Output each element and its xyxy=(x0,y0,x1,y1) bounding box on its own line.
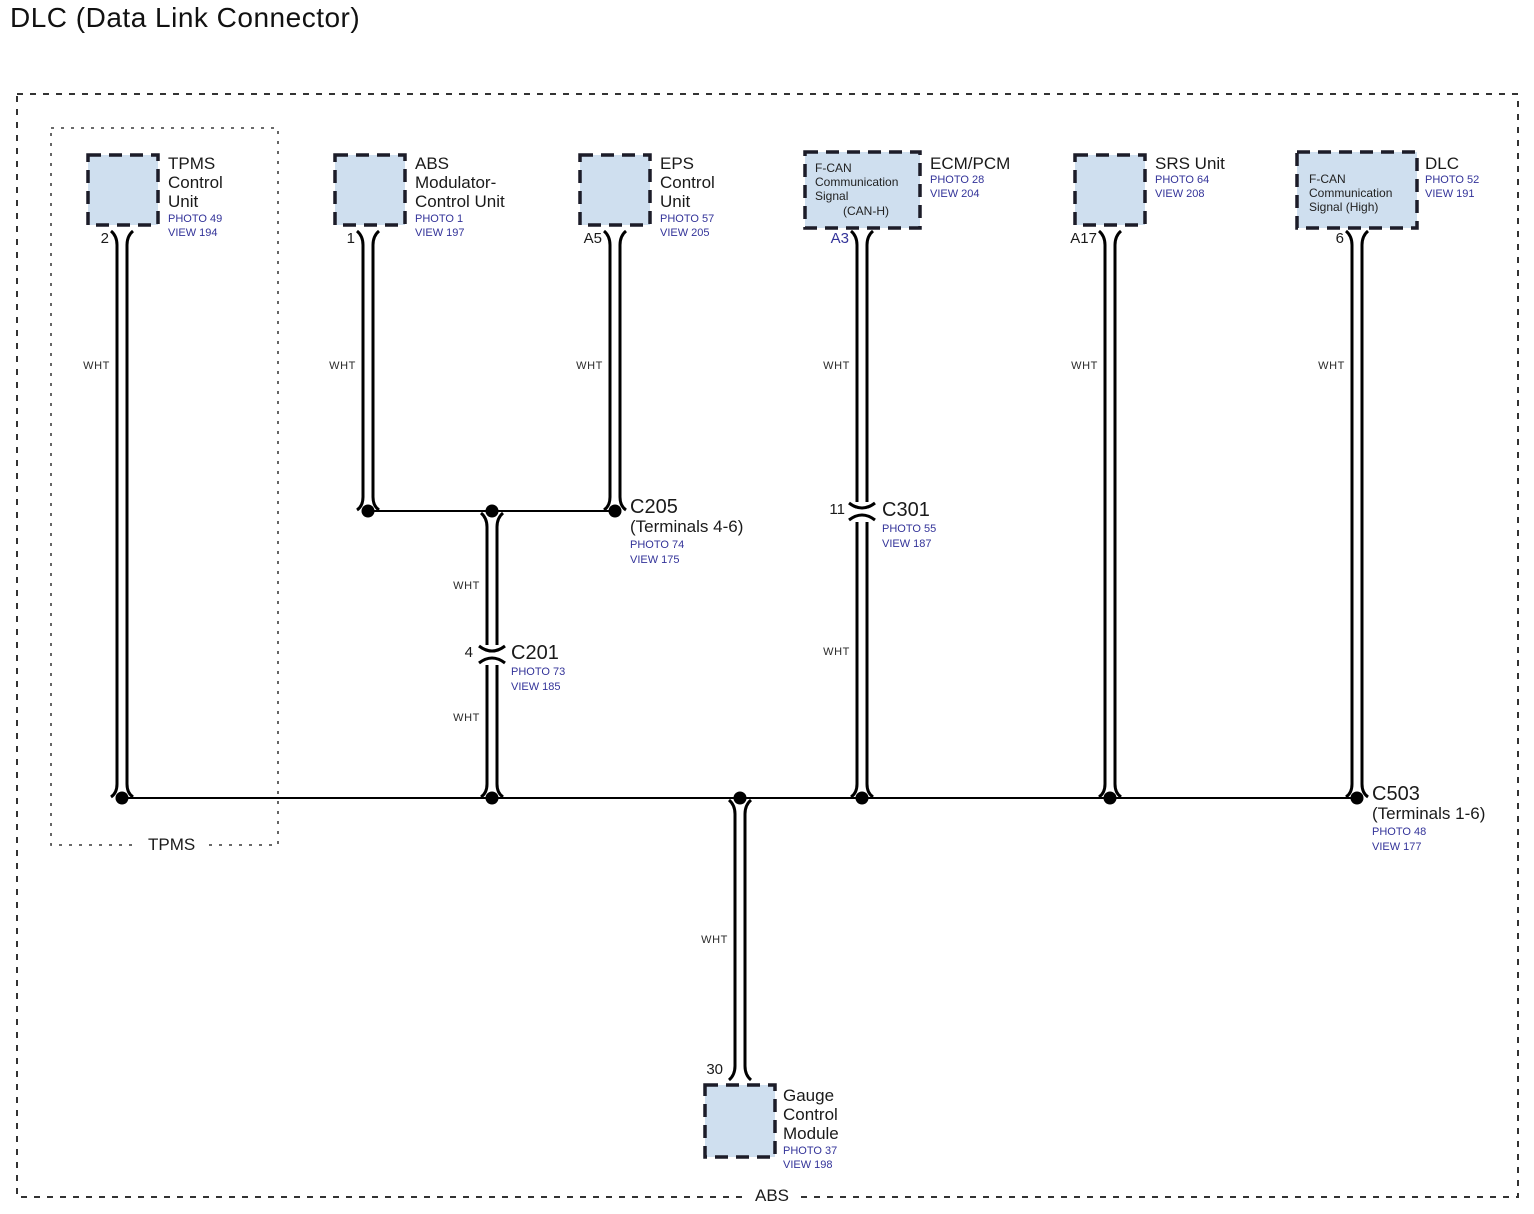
dlc-pin: 6 xyxy=(1335,230,1344,247)
abs-photo-ref[interactable]: PHOTO 1 xyxy=(415,212,464,225)
c301-pin: 11 xyxy=(829,501,845,518)
c301-name: C301 xyxy=(882,499,930,521)
abs-name: ABS Modulator- Control Unit xyxy=(415,154,505,212)
dlc-box xyxy=(1295,150,1419,230)
ecm-view-ref[interactable]: VIEW 204 xyxy=(930,188,980,201)
ecm-photo-ref[interactable]: PHOTO 28 xyxy=(930,174,985,187)
gauge-view-ref[interactable]: VIEW 198 xyxy=(783,1158,833,1171)
abs-box xyxy=(333,153,407,227)
dlc-inner-signal-text: F-CAN Communication Signal (High) xyxy=(1309,172,1393,215)
c201-photo-ref[interactable]: PHOTO 73 xyxy=(511,666,566,678)
abs-pin: 1 xyxy=(346,230,355,247)
abs-section-label: ABS xyxy=(745,1186,800,1206)
gauge-name: Gauge Control Module xyxy=(783,1086,839,1144)
junction-dot xyxy=(485,791,499,805)
tpms-photo-ref[interactable]: PHOTO 49 xyxy=(168,212,223,225)
wire-dlc xyxy=(1344,229,1370,799)
wire-gauge xyxy=(727,798,753,1082)
wire-color-label: WHT xyxy=(1071,360,1098,372)
srs-box xyxy=(1073,153,1147,227)
ecm-can-h-text: (CAN-H) xyxy=(843,204,889,218)
tpms-box xyxy=(86,153,160,227)
junction-dot xyxy=(855,791,869,805)
c301-label: C301 PHOTO 55 VIEW 187 xyxy=(882,500,936,551)
eps-view-ref[interactable]: VIEW 205 xyxy=(660,226,710,239)
wire-color-label: WHT xyxy=(329,360,356,372)
c205-view-ref[interactable]: VIEW 175 xyxy=(630,553,680,566)
c301-view-ref[interactable]: VIEW 187 xyxy=(882,538,932,551)
wire-eps xyxy=(602,229,628,512)
ecm-label: ECM/PCM PHOTO 28 VIEW 204 xyxy=(930,154,1010,202)
ecm-box xyxy=(803,150,922,230)
wire-c205-to-bus xyxy=(479,511,505,799)
eps-name: EPS Control Unit xyxy=(660,154,715,212)
srs-view-ref[interactable]: VIEW 208 xyxy=(1155,188,1205,201)
srs-photo-ref[interactable]: PHOTO 64 xyxy=(1155,174,1210,187)
abs-label: ABS Modulator- Control Unit PHOTO 1 VIEW… xyxy=(415,154,505,240)
c301-connector-symbol xyxy=(848,501,876,522)
gauge-label: Gauge Control Module PHOTO 37 VIEW 198 xyxy=(783,1086,839,1172)
c205-label: C205 (Terminals 4-6) PHOTO 74 VIEW 175 xyxy=(630,497,743,567)
tpms-section-label: TPMS xyxy=(138,835,206,855)
ecm-name: ECM/PCM xyxy=(930,154,1011,173)
junction-dot xyxy=(115,791,129,805)
ecm-inner-signal-text: F-CAN Communication Signal xyxy=(815,161,899,204)
c205-name: C205 xyxy=(630,496,678,518)
gauge-box xyxy=(703,1083,777,1159)
wire-ecm xyxy=(849,229,875,799)
eps-box xyxy=(578,153,652,227)
junction-dot xyxy=(1103,791,1117,805)
junction-dot xyxy=(1350,791,1364,805)
page-title: DLC (Data Link Connector) xyxy=(10,2,361,33)
eps-photo-ref[interactable]: PHOTO 57 xyxy=(660,212,715,225)
c503-terminals: (Terminals 1-6) xyxy=(1372,804,1486,823)
c503-photo-ref[interactable]: PHOTO 48 xyxy=(1372,825,1427,838)
wire-color-label: WHT xyxy=(83,360,110,372)
c503-view-ref[interactable]: VIEW 177 xyxy=(1372,840,1422,853)
tpms-name: TPMS Control Unit xyxy=(168,154,223,212)
wire-color-label: WHT xyxy=(576,360,603,372)
abs-section-border xyxy=(16,93,1519,1198)
c503-name: C503 xyxy=(1372,783,1420,805)
junction-dot xyxy=(361,504,375,518)
wire-srs xyxy=(1097,229,1123,799)
junction-dot xyxy=(608,504,622,518)
tpms-pin: 2 xyxy=(100,230,109,247)
c201-label: C201 PHOTO 73 VIEW 185 xyxy=(511,643,565,694)
tpms-view-ref[interactable]: VIEW 194 xyxy=(168,226,218,239)
junction-dot xyxy=(485,504,499,518)
c201-pin: 4 xyxy=(464,644,473,661)
wire-color-label: WHT xyxy=(823,360,850,372)
dlc-name: DLC xyxy=(1425,154,1460,173)
abs-view-ref[interactable]: VIEW 197 xyxy=(415,226,465,239)
wire-tpms xyxy=(109,229,135,799)
wire-color-label: WHT xyxy=(701,934,728,946)
wire-color-label: WHT xyxy=(453,580,480,592)
c301-photo-ref[interactable]: PHOTO 55 xyxy=(882,523,937,535)
wire-abs xyxy=(355,229,381,512)
c201-connector-symbol xyxy=(478,644,506,665)
dlc-view-ref[interactable]: VIEW 191 xyxy=(1425,188,1475,201)
wire-color-label: WHT xyxy=(1318,360,1345,372)
c205-terminals: (Terminals 4-6) xyxy=(630,517,744,536)
srs-name: SRS Unit xyxy=(1155,154,1225,173)
eps-label: EPS Control Unit PHOTO 57 VIEW 205 xyxy=(660,154,715,240)
srs-label: SRS Unit PHOTO 64 VIEW 208 xyxy=(1155,154,1225,202)
gauge-photo-ref[interactable]: PHOTO 37 xyxy=(783,1144,838,1157)
eps-pin: A5 xyxy=(583,230,602,247)
tpms-label: TPMS Control Unit PHOTO 49 VIEW 194 xyxy=(168,154,223,240)
dlc-photo-ref[interactable]: PHOTO 52 xyxy=(1425,174,1480,187)
c205-photo-ref[interactable]: PHOTO 74 xyxy=(630,538,685,551)
c201-view-ref[interactable]: VIEW 185 xyxy=(511,681,561,694)
junction-dot xyxy=(733,791,747,805)
ecm-pin: A3 xyxy=(830,230,849,247)
srs-pin: A17 xyxy=(1070,230,1097,247)
dlc-label: DLC PHOTO 52 VIEW 191 xyxy=(1425,154,1479,202)
gauge-pin: 30 xyxy=(706,1061,723,1078)
wire-color-label: WHT xyxy=(453,712,480,724)
c503-label: C503 (Terminals 1-6) PHOTO 48 VIEW 177 xyxy=(1372,784,1485,854)
c201-name: C201 xyxy=(511,642,559,664)
wire-color-label: WHT xyxy=(823,646,850,658)
